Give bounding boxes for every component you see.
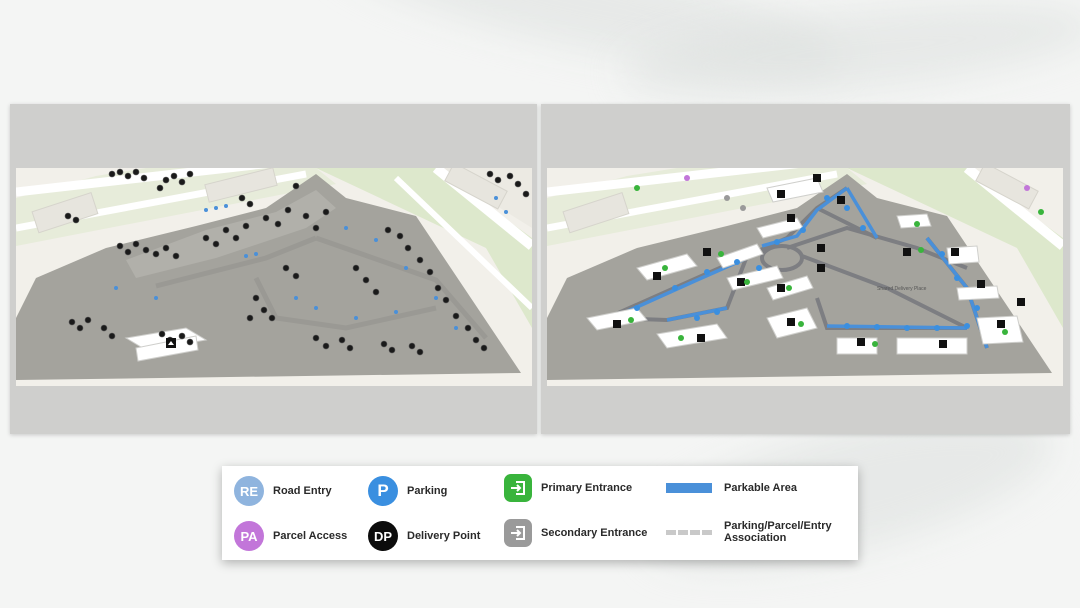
association-swatch	[666, 529, 712, 535]
parcel-access-abbr: PA	[240, 528, 258, 544]
delivery-point-label: Delivery Point	[407, 530, 481, 542]
legend-association: Parking/Parcel/Entry Association	[666, 520, 844, 544]
right-map-delivery-points	[613, 174, 1025, 348]
map-panel-after: Shared Delivery Place	[541, 104, 1070, 434]
parkable-area-swatch	[666, 483, 712, 493]
parking-label: Parking	[407, 485, 448, 497]
map-before[interactable]	[16, 168, 532, 386]
legend-delivery-point: DP Delivery Point	[368, 521, 480, 551]
parking-icon	[634, 195, 980, 331]
entrance-arrow-icon	[504, 474, 532, 502]
legend-primary-entrance: Primary Entrance	[504, 474, 632, 502]
left-map-dots	[64, 168, 530, 356]
parking-legend-icon: P	[368, 476, 398, 506]
parcel-access-label: Parcel Access	[273, 530, 348, 542]
left-map-parking-marks	[114, 196, 508, 330]
delivery-point-icon: DP	[368, 521, 398, 551]
map-after[interactable]: Shared Delivery Place	[547, 168, 1063, 386]
road-entry-label: Road Entry	[273, 485, 332, 497]
home-icon	[166, 338, 176, 348]
legend-parking: P Parking	[368, 476, 447, 506]
delivery-point-abbr: DP	[373, 528, 393, 544]
place-label: Shared Delivery Place	[877, 286, 927, 292]
legend-secondary-entrance: Secondary Entrance	[504, 519, 647, 547]
association-label: Parking/Parcel/Entry Association	[724, 520, 832, 544]
legend-parkable-area: Parkable Area	[666, 482, 797, 494]
entrance-arrow-icon	[504, 519, 532, 547]
map-panel-before	[10, 104, 537, 434]
legend: RE Road Entry PA Parcel Access P Parking…	[222, 466, 858, 560]
primary-entrance-label: Primary Entrance	[541, 482, 633, 494]
parcel-access-icon: PA	[234, 521, 264, 551]
secondary-entrance-label: Secondary Entrance	[541, 527, 648, 539]
road-entry-abbr: RE	[239, 483, 259, 499]
parking-abbr: P	[377, 481, 389, 500]
parkable-area-label: Parkable Area	[724, 482, 797, 494]
right-map-entrances	[628, 175, 1044, 347]
road-entry-icon: RE	[234, 476, 264, 506]
legend-road-entry: RE Road Entry	[234, 476, 332, 506]
legend-parcel-access: PA Parcel Access	[234, 521, 347, 551]
